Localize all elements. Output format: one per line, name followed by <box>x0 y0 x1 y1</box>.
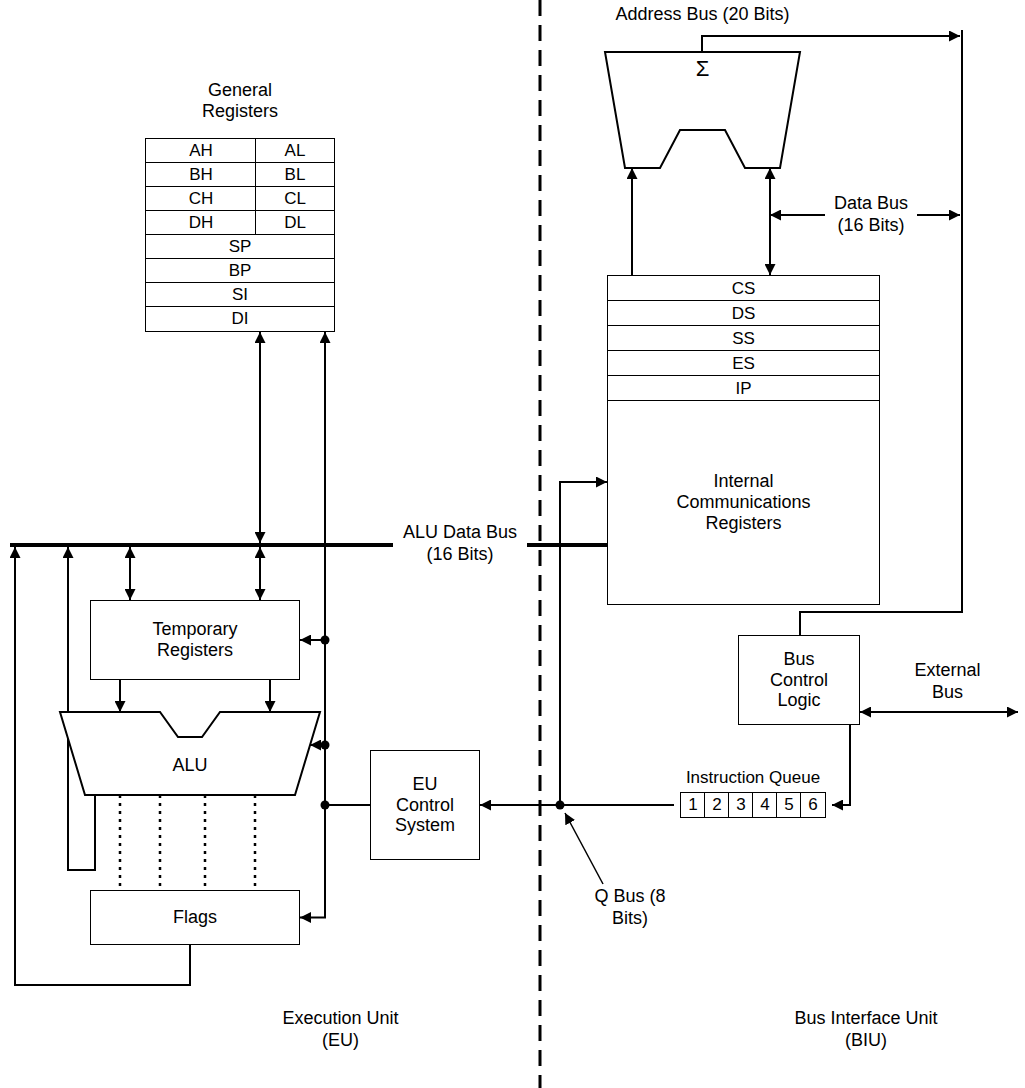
node-text: DL <box>284 213 306 233</box>
bus-label: Data Bus (16 Bits) <box>825 193 917 236</box>
signal-arrow <box>631 168 633 275</box>
node-text: Σ <box>696 56 710 81</box>
node-text: BH <box>189 165 213 185</box>
shape-outline <box>605 52 800 168</box>
node-text: 3 <box>736 795 745 815</box>
register-cell: BH <box>145 162 257 188</box>
queue-cell: 3 <box>728 792 754 818</box>
register-cell: BL <box>255 162 335 188</box>
group-heading: Instruction Queue <box>674 768 832 788</box>
queue-cell: 2 <box>704 792 730 818</box>
node-text: Flags <box>173 907 217 928</box>
node-text: 2 <box>712 795 721 815</box>
unit-label: Bus Interface Unit (BIU) <box>780 1008 952 1051</box>
segment-register: IP <box>607 375 880 402</box>
control-box: Bus Control Logic <box>738 635 860 725</box>
bus-label: External Bus <box>900 660 995 703</box>
bus-label: ALU Data Bus (16 Bits) <box>393 522 527 565</box>
segment-register: SS <box>607 325 880 352</box>
node-text: ALU <box>172 755 207 776</box>
node-text: AH <box>189 141 213 161</box>
temporary-registers: Temporary Registers <box>90 600 300 680</box>
register-cell: CH <box>145 186 257 212</box>
temp-bus-link <box>259 547 261 600</box>
bus-label: Address Bus (20 Bits) <box>585 4 820 26</box>
queue-cell: 5 <box>776 792 802 818</box>
queue-cell: 1 <box>680 792 706 818</box>
leader-line <box>565 813 603 884</box>
node-text: CS <box>732 279 756 299</box>
register-bus-link <box>259 332 261 543</box>
signal-arrow <box>269 680 271 712</box>
node-text: ES <box>732 354 755 374</box>
alu-shape <box>60 712 320 795</box>
alu-result-line <box>68 547 95 870</box>
status-link <box>204 795 207 890</box>
node-text: SS <box>732 329 755 349</box>
node-text: DI <box>232 309 249 329</box>
shape-outline <box>60 712 320 795</box>
register-cell: DL <box>255 210 335 236</box>
node-text: DH <box>189 213 214 233</box>
queue-cell: 4 <box>752 792 778 818</box>
node-text: 4 <box>760 795 769 815</box>
status-link <box>159 795 162 890</box>
register-cell: AL <box>255 138 335 164</box>
register-cell: CL <box>255 186 335 212</box>
register-cell: BP <box>145 258 335 284</box>
signal-arrow <box>300 805 370 918</box>
node-text: SP <box>229 237 252 257</box>
segment-register: ES <box>607 350 880 377</box>
node-text: 5 <box>784 795 793 815</box>
signal-arrow <box>325 332 370 805</box>
signal-arrow <box>769 168 771 275</box>
node-text: AL <box>285 141 306 161</box>
node-text: 6 <box>808 795 817 815</box>
node-text: CH <box>189 189 214 209</box>
node-text: Bus Control Logic <box>762 649 837 711</box>
unit-label: Execution Unit (EU) <box>268 1008 413 1051</box>
communication-registers: Internal Communications Registers <box>607 400 880 605</box>
status-link <box>254 795 257 890</box>
node-text: 1 <box>688 795 697 815</box>
address-bus-line <box>702 36 960 52</box>
signal-arrow <box>119 680 121 712</box>
external-bus-line <box>860 711 1018 713</box>
node-text: SI <box>232 285 248 305</box>
flags-register: Flags <box>90 890 300 945</box>
temp-bus-link <box>129 547 131 600</box>
node-text: CL <box>284 189 306 209</box>
node-text: BP <box>229 261 252 281</box>
register-cell: DH <box>145 210 257 236</box>
node-text: IP <box>735 379 751 399</box>
node-text: BL <box>285 165 306 185</box>
register-cell: DI <box>145 306 335 332</box>
register-cell: AH <box>145 138 257 164</box>
register-cell: SI <box>145 282 335 308</box>
register-file: AH AL BH BL CH CL DH DL SP BP SI DI General Register… <box>145 80 335 332</box>
node-text: EU Control System <box>388 774 463 836</box>
status-link <box>119 795 122 890</box>
node-text: Internal Communications Registers <box>659 471 829 533</box>
signal-arrow <box>832 725 850 805</box>
alu-shape: ALU <box>60 712 320 795</box>
register-cell: SP <box>145 234 335 260</box>
segment-register: CS <box>607 275 880 302</box>
adder-shape: Σ <box>605 52 800 168</box>
signal-arrow <box>310 745 370 805</box>
queue-cell: 6 <box>800 792 826 818</box>
control-box: EU Control System <box>370 750 480 860</box>
instruction-queue: 123456 Instruction Queue <box>674 768 832 818</box>
group-heading: General Registers <box>185 80 295 121</box>
bus-label: Q Bus (8 Bits) <box>585 886 675 929</box>
node-text: DS <box>732 304 756 324</box>
segment-register: DS <box>607 300 880 327</box>
node-text: Temporary Registers <box>135 619 255 660</box>
